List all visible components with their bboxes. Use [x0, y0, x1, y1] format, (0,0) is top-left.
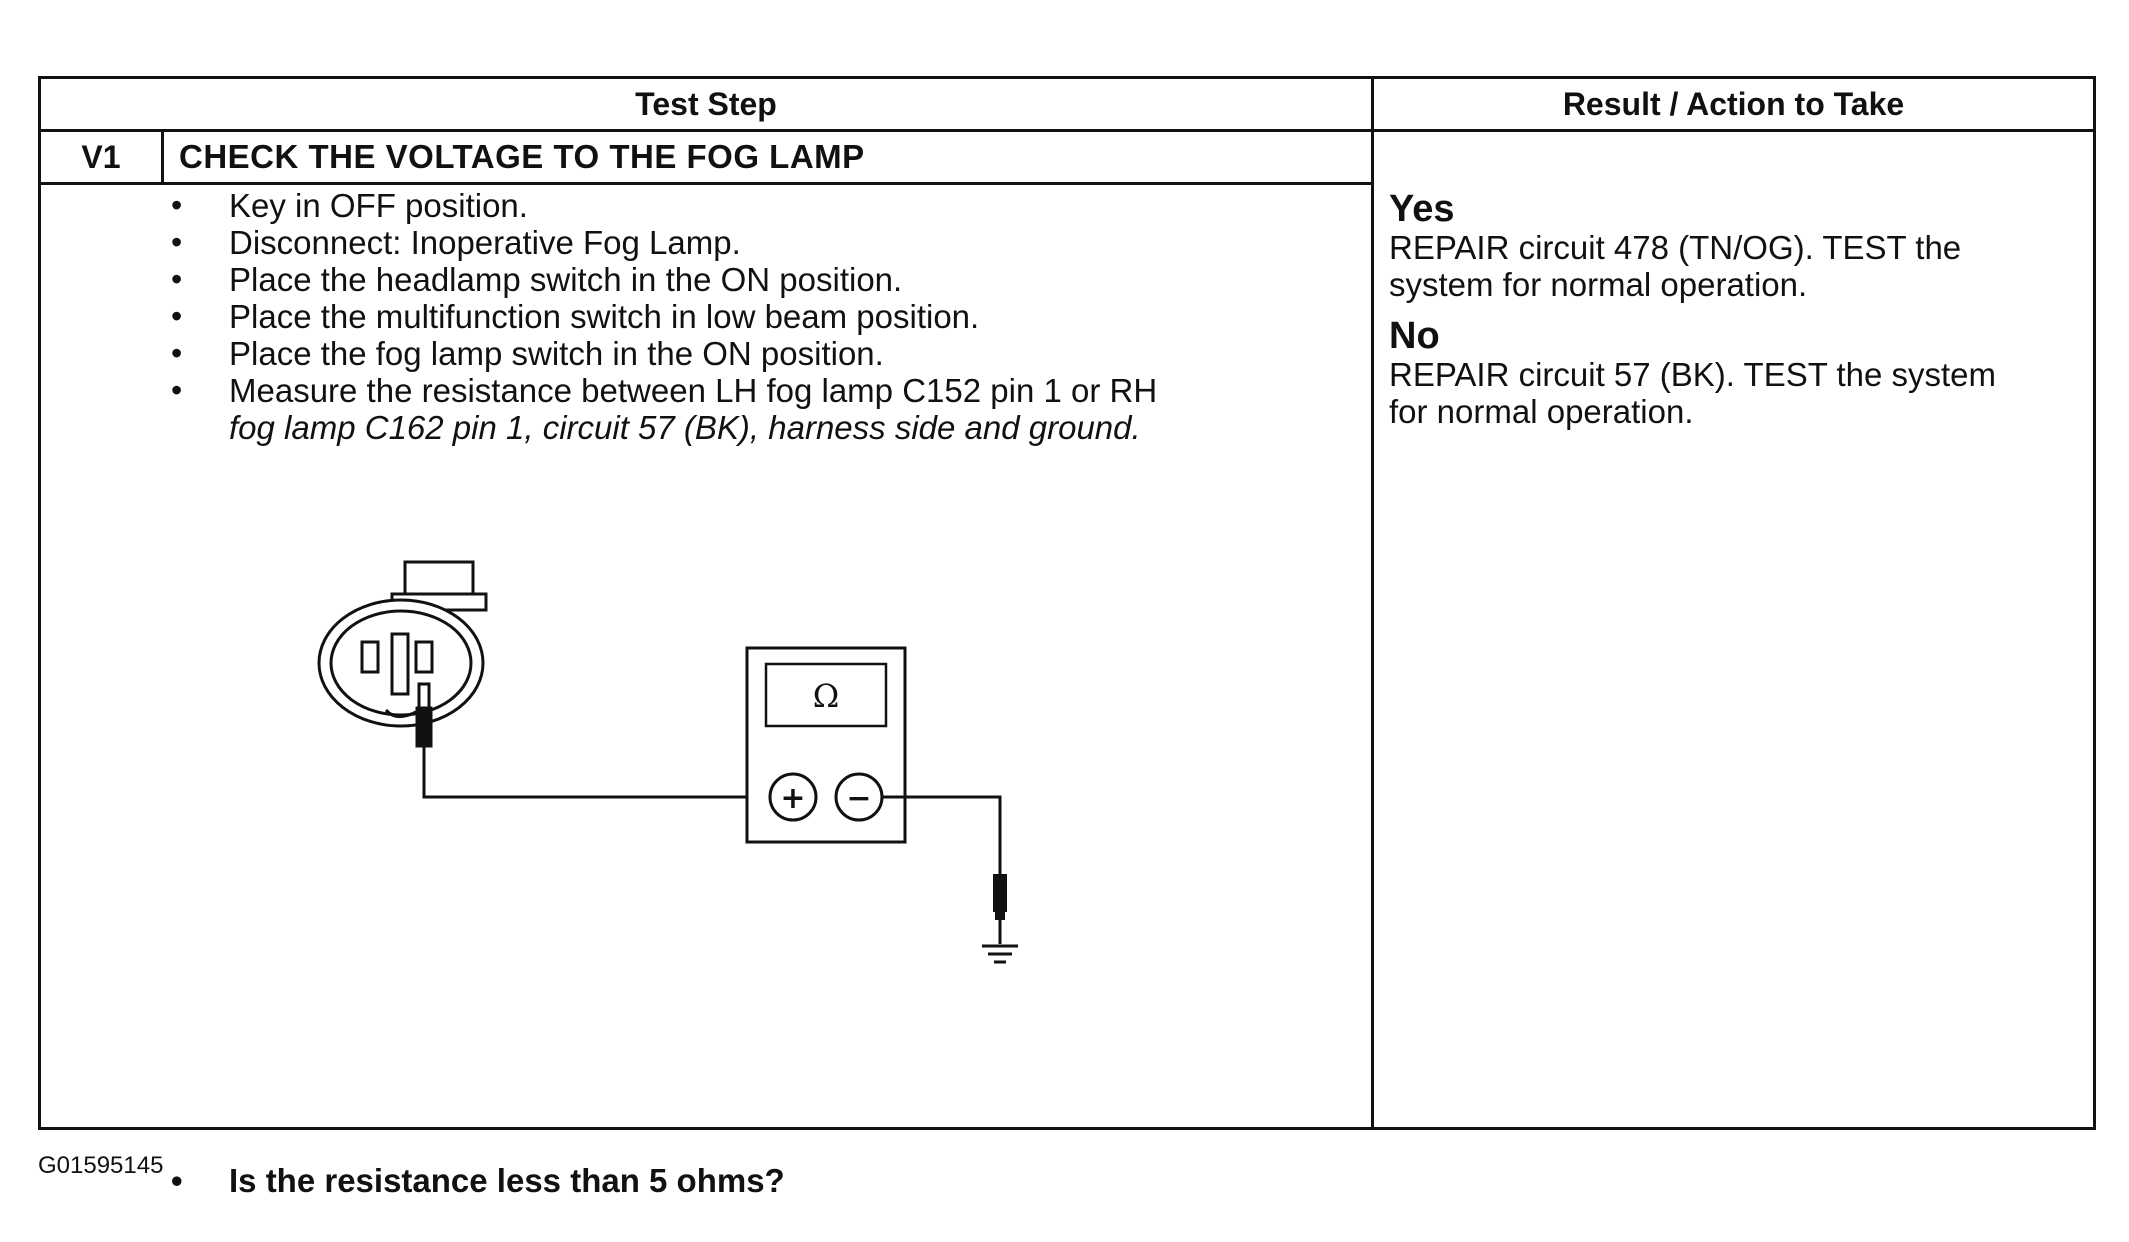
header-result-action: Result / Action to Take [1562, 85, 1905, 122]
ohm-symbol: Ω [813, 677, 840, 715]
yes-action-line2: system for normal operation. [1389, 266, 1808, 303]
plus-symbol: + [780, 781, 805, 816]
instruction-item: Key in OFF position. [171, 187, 1351, 224]
yes-label: Yes [1389, 188, 1455, 230]
no-action-line2: for normal operation. [1389, 393, 1694, 430]
instruction-text: Place the multifunction switch in low be… [229, 298, 980, 335]
figure-code: G01595145 [38, 1152, 164, 1179]
header-test-step: Test Step [635, 85, 777, 122]
negative-test-lead [882, 795, 1002, 874]
instruction-continuation: fog lamp C162 pin 1, circuit 57 (BK), ha… [229, 409, 1141, 446]
instruction-item: Disconnect: Inoperative Fog Lamp. [171, 224, 1351, 261]
test-step-table: Test Step Result / Action to Take V1 CHE… [38, 76, 2096, 1200]
yes-action-line1: REPAIR circuit 478 (TN/OG). TEST the [1389, 229, 1962, 266]
no-action-line1: REPAIR circuit 57 (BK). TEST the system [1389, 356, 1997, 393]
instruction-text: Disconnect: Inoperative Fog Lamp. [229, 224, 741, 261]
instruction-item: Place the fog lamp switch in the ON posi… [171, 335, 1351, 372]
step-id: V1 [81, 138, 121, 175]
fog-lamp-connector-icon [317, 560, 488, 748]
ohmmeter-icon: Ω + − [745, 646, 907, 844]
instruction-item: Place the headlamp switch in the ON posi… [171, 261, 1351, 298]
instruction-text: Place the fog lamp switch in the ON posi… [229, 335, 884, 372]
instruction-text: Place the headlamp switch in the ON posi… [229, 261, 903, 298]
minus-symbol: − [846, 781, 871, 816]
positive-test-lead [422, 746, 775, 799]
column-divider [1371, 79, 1374, 1127]
step-id-divider [161, 129, 164, 182]
instruction-list: Key in OFF position. Disconnect: Inopera… [171, 187, 1351, 446]
header-divider [41, 129, 2093, 132]
test-question: Is the resistance less than 5 ohms? [171, 1162, 785, 1200]
step-title: CHECK THE VOLTAGE TO THE FOG LAMP [179, 138, 865, 175]
step-row-divider [41, 182, 1371, 185]
instruction-text: Key in OFF position. [229, 187, 528, 224]
instruction-text: Measure the resistance between LH fog la… [229, 372, 1158, 409]
ground-symbol-icon [982, 944, 1018, 964]
result-yes: Yes REPAIR circuit 478 (TN/OG). TEST the… [1389, 189, 2109, 303]
no-label: No [1389, 315, 1440, 357]
instruction-item: Measure the resistance between LH fog la… [171, 372, 1351, 446]
result-no: No REPAIR circuit 57 (BK). TEST the syst… [1389, 316, 2109, 430]
positive-terminal [768, 772, 818, 822]
instruction-item: Place the multifunction switch in low be… [171, 298, 1351, 335]
ground-probe-icon [993, 874, 1007, 944]
